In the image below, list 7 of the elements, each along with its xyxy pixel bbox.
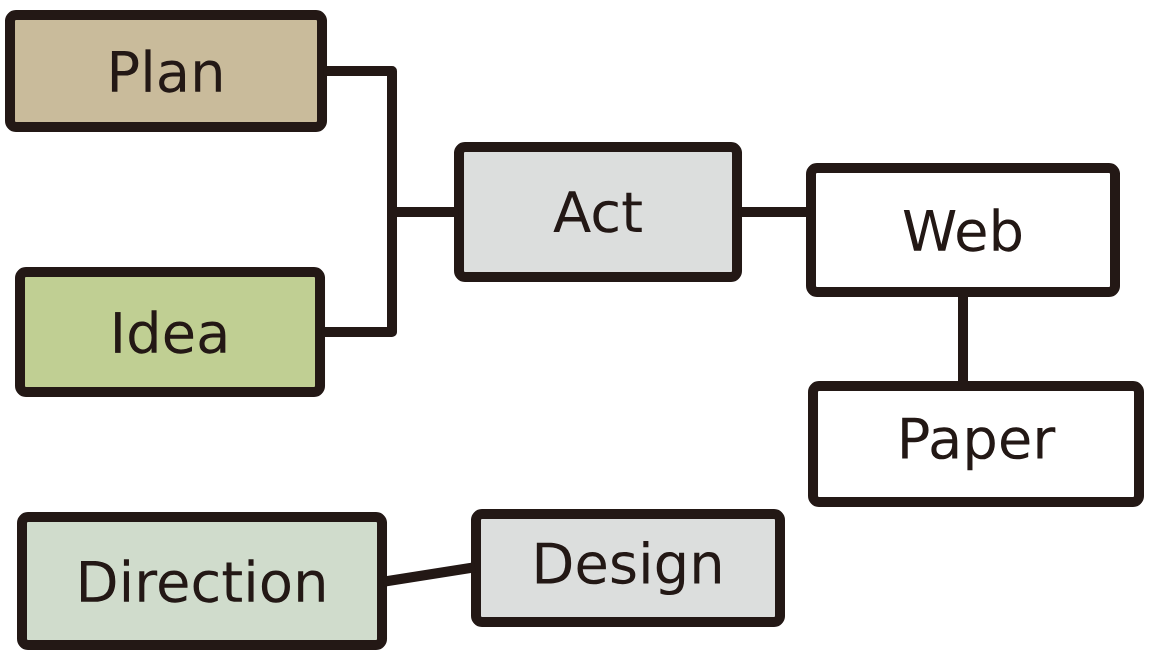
process-box: Web (806, 163, 1120, 297)
process-box: Paper (808, 381, 1144, 507)
process-box: Act (454, 142, 742, 282)
process-box: Idea (15, 267, 325, 397)
process-box: Direction (17, 512, 387, 650)
process-box: Plan (5, 10, 327, 132)
process-box: Design (471, 509, 785, 627)
